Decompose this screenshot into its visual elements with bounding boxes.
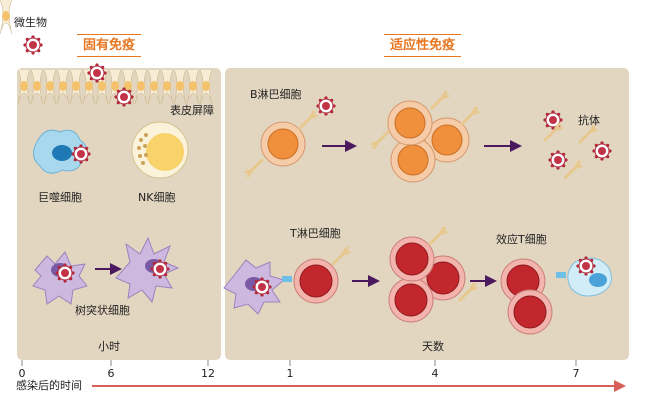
- tick-days-7: 7: [572, 367, 580, 380]
- hours-unit-label: 小时: [98, 340, 120, 353]
- nk-cell-label: NK细胞: [138, 191, 176, 204]
- tick-hours-6: 6: [107, 367, 115, 380]
- innate-immunity-heading: 固有免疫: [77, 34, 142, 57]
- b-cell-label: B淋巴细胞: [250, 88, 302, 101]
- t-cell-label: T淋巴细胞: [290, 227, 341, 240]
- antibody-label: 抗体: [578, 114, 600, 127]
- tick-hours-12: 12: [201, 367, 215, 380]
- epithelial-barrier-label: 表皮屏障: [170, 104, 214, 117]
- dendritic-cell-label: 树突状细胞: [75, 304, 130, 317]
- macrophage-label: 巨噬细胞: [38, 191, 82, 204]
- microbe-label: 微生物: [14, 16, 47, 29]
- timeline-label: 感染后的时间: [16, 379, 82, 392]
- innate-panel: [17, 68, 221, 360]
- effector-t-cell-label: 效应T细胞: [496, 233, 547, 246]
- tick-days-4: 4: [431, 367, 439, 380]
- epithelial-cells: [0, 0, 213, 105]
- adaptive-immunity-heading: 适应性免疫: [384, 34, 462, 57]
- tick-days-1: 1: [286, 367, 294, 380]
- tick-hours-0: 0: [18, 367, 26, 380]
- days-unit-label: 天数: [422, 340, 444, 353]
- microbe-icon: [22, 34, 44, 56]
